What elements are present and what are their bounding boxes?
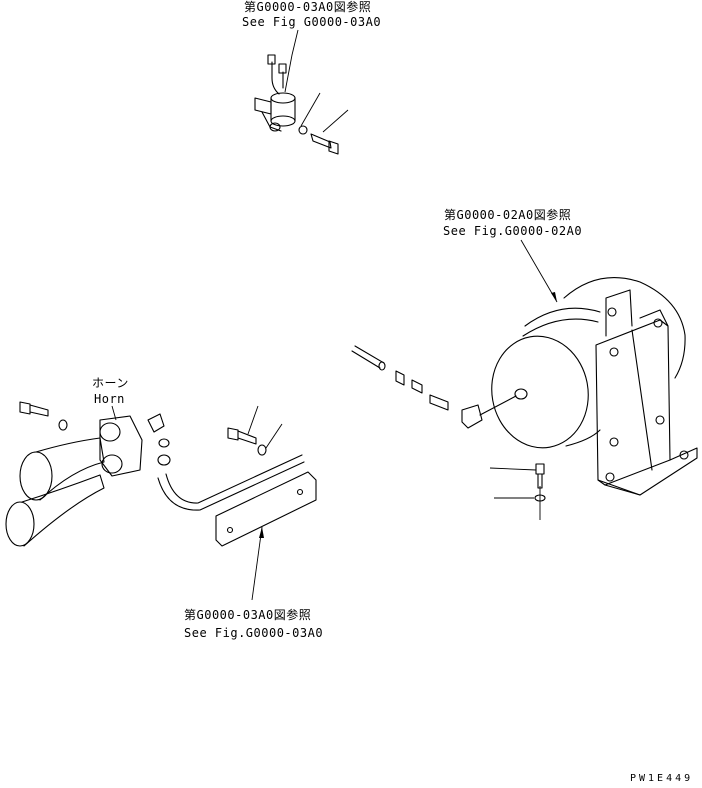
air-tank-assembly	[351, 239, 698, 520]
horn-boss	[101, 454, 123, 474]
bolt-head	[19, 401, 31, 415]
bracket-bolt	[605, 472, 615, 482]
relay-top	[270, 92, 296, 104]
washer	[257, 444, 267, 456]
tank-rear-dome	[563, 277, 686, 379]
bolt-shank	[537, 473, 543, 489]
connector	[429, 394, 449, 411]
bracket-bolt	[609, 437, 619, 447]
sleeve	[158, 438, 170, 448]
leader-line	[247, 405, 259, 435]
bracket-bolt	[607, 307, 617, 317]
washer	[298, 125, 308, 135]
elbow	[461, 404, 483, 429]
tank-port	[514, 388, 528, 400]
bracket-bolt	[655, 415, 665, 425]
tank-bracket-foot	[604, 484, 641, 496]
tank-bottom-edge	[565, 429, 601, 447]
plate-hole	[226, 526, 234, 534]
bottom-reference-en: See Fig.G0000-03A0	[184, 626, 324, 640]
wire-terminal	[278, 63, 287, 74]
leader-line	[322, 109, 349, 133]
horn-leader-line	[111, 405, 117, 421]
horn-body-upper	[35, 437, 105, 501]
bolt-head	[328, 140, 339, 155]
bolt-shank	[237, 430, 257, 445]
right-reference-ja: 第G0000-02A0図参照	[444, 208, 572, 222]
right-reference-en: See Fig.G0000-02A0	[443, 224, 583, 238]
tank-bracket-rib	[631, 329, 653, 471]
sleeve-nut	[395, 370, 405, 386]
relay-leader-line	[284, 29, 299, 93]
bracket-bolt	[609, 347, 619, 357]
relay-wire	[271, 61, 280, 95]
horn-bell-lower	[5, 501, 35, 547]
bolt-head	[227, 427, 239, 441]
tank-band	[522, 318, 599, 337]
plate-leader-line	[251, 526, 263, 601]
air-pipe	[351, 345, 385, 369]
nut	[157, 454, 171, 466]
tank-bracket-ear	[639, 309, 669, 327]
relay-bottom	[270, 115, 296, 127]
bolt-shank	[310, 133, 332, 149]
sleeve	[411, 379, 423, 394]
tank-front-end	[491, 335, 589, 449]
wire-terminal	[267, 54, 276, 65]
relay-bracket	[254, 97, 272, 115]
top-reference-en: See Fig G0000-03A0	[242, 15, 382, 29]
horn-hose	[165, 454, 303, 504]
leader-line	[265, 423, 283, 449]
relay-boss	[269, 122, 281, 132]
pipe-end	[378, 361, 386, 371]
leader-line	[300, 92, 321, 127]
plate-hole	[296, 488, 304, 496]
tank-top-edge	[524, 307, 601, 327]
bracket-bolt	[653, 318, 663, 328]
horn-hose	[157, 461, 305, 511]
tank-bracket	[595, 319, 671, 486]
drawing-code: PW1E449	[630, 773, 694, 784]
horn-label-en: Horn	[94, 392, 125, 406]
horn-body-lower	[21, 474, 105, 547]
washer	[58, 419, 68, 431]
arrow-head	[259, 527, 264, 538]
tank-leader-line	[520, 239, 558, 303]
leader-line	[489, 467, 537, 471]
tank-bracket-ear	[605, 289, 633, 337]
elbow-pipe	[479, 395, 517, 416]
tank-bracket-foot	[597, 447, 698, 496]
horn-bell-upper	[19, 451, 53, 501]
top-reference-ja: 第G0000-03A0図参照	[244, 0, 372, 14]
horn-mount-plate	[215, 471, 317, 547]
bottom-reference-ja: 第G0000-03A0図参照	[184, 608, 312, 622]
horn-elbow	[147, 413, 165, 433]
bolt-shank	[29, 404, 49, 417]
horn-boss	[99, 422, 121, 442]
horn-valve-block	[99, 415, 143, 477]
bolt-head	[535, 463, 545, 475]
relay-assembly	[254, 29, 349, 155]
horn-assembly	[5, 401, 317, 601]
horn-label-ja: ホーン	[92, 376, 129, 390]
bracket-bolt	[679, 450, 689, 460]
arrow-head	[551, 292, 557, 302]
